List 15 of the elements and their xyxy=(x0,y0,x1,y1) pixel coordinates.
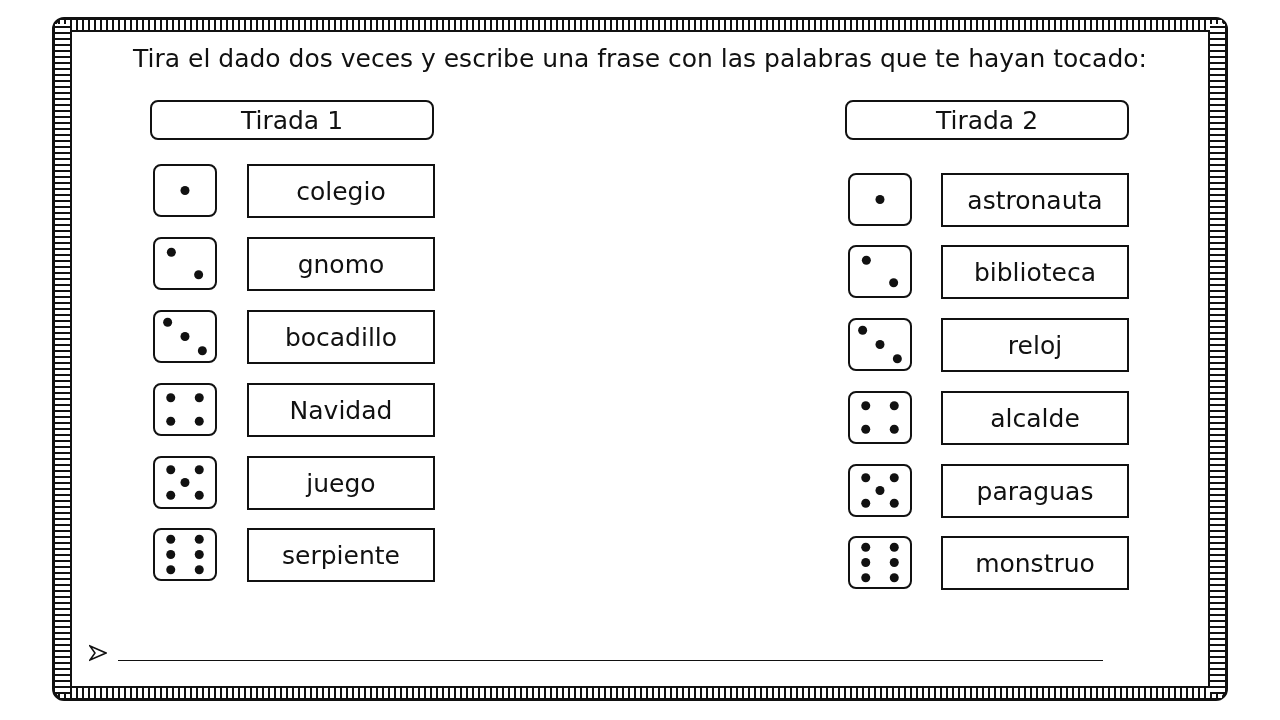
word-box: gnomo xyxy=(247,237,435,291)
word-box: biblioteca xyxy=(941,245,1129,299)
word-box: alcalde xyxy=(941,391,1129,445)
word-box: reloj xyxy=(941,318,1129,372)
word-box: colegio xyxy=(247,164,435,218)
word-box: serpiente xyxy=(247,528,435,582)
column-heading: Tirada 1 xyxy=(150,100,434,140)
word-box: Navidad xyxy=(247,383,435,437)
column-heading: Tirada 2 xyxy=(845,100,1129,140)
word-box: paraguas xyxy=(941,464,1129,518)
instruction-text: Tira el dado dos veces y escribe una frase con las palabras que te hayan tocado: xyxy=(132,44,1148,73)
word-box: juego xyxy=(247,456,435,510)
word-box: bocadillo xyxy=(247,310,435,364)
word-box: astronauta xyxy=(941,173,1129,227)
word-box: monstruo xyxy=(941,536,1129,590)
